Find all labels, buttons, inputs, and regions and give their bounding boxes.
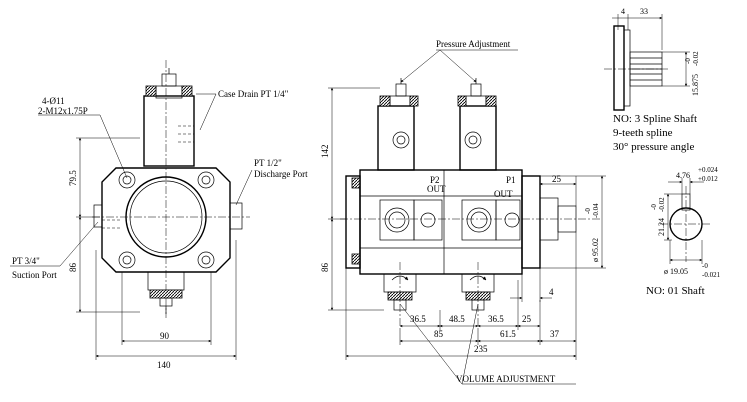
dim-side-235: 235 [474,344,488,354]
dim-side-flange-tol-upper: -0 [584,208,592,214]
case-drain-label: Case Drain PT 1/4" [218,89,289,99]
key-width-tol-lower: +0.012 [698,175,718,183]
front-view [10,60,253,360]
key-shaft-diameter: ø 19.05 [664,267,688,276]
side-view [328,49,606,385]
p1-out-label: OUT [494,189,513,199]
dim-side-36-5-b: 36.5 [488,314,504,324]
dim-front-79-5: 79.5 [68,170,78,186]
spline-line-3: 30° pressure angle [613,141,694,153]
dim-side-86: 86 [320,263,330,273]
dim-side-48-5: 48.5 [449,314,465,324]
discharge-label-1: PT 1/2" [254,158,282,168]
key-height: 21.24 [657,218,666,236]
key-width: 4.76 [676,171,690,180]
volume-adjustment-label: VOLUME ADJUSTMENT [456,374,556,384]
dim-side-61-5: 61.5 [500,329,516,339]
suction-label-2: Suction Port [12,270,57,280]
spline-dim-diameter: 15.875 [691,74,700,96]
dim-side-4: 4 [549,287,554,297]
p1-label: P1 [506,175,516,185]
suction-label-1: PT 3/4" [12,256,40,266]
tap-label: 2-M12x1.75P [38,106,88,116]
spline-title: NO: 3 Spline Shaft [613,113,697,125]
spline-dim-33: 33 [640,7,648,16]
dim-side-25-bottom: 25 [522,314,532,324]
spline-shaft-detail [604,14,690,111]
key-shaft-title: NO: 01 Shaft [646,285,705,297]
dim-side-flange: ø 95.02 [591,238,600,262]
p2-label: P2 [430,175,440,185]
dim-side-142: 142 [320,145,330,159]
dim-front-86: 86 [68,263,78,273]
spline-dim-tol-lower: -0.02 [692,51,700,66]
dim-side-36-5-a: 36.5 [410,314,426,324]
key-width-tol-upper: +0.024 [698,166,718,174]
dim-side-25-top: 25 [552,174,562,184]
dim-front-140: 140 [157,360,171,370]
dim-side-85: 85 [434,329,444,339]
dim-side-37: 37 [550,329,560,339]
key-height-tol-upper: -0 [650,204,658,210]
spline-dim-tol-upper: -0 [684,58,692,64]
key-height-tol-lower: -0.02 [658,197,666,212]
bolt-holes-label: 4-Ø11 [42,96,65,106]
dim-front-90: 90 [160,331,170,341]
pressure-adjustment-label: Pressure Adjustment [436,39,511,49]
spline-line-2: 9-teeth spline [613,127,673,139]
key-shaft-tol-lower: -0.021 [702,271,721,279]
key-shaft-detail [660,178,712,264]
spline-dim-4: 4 [621,7,625,16]
key-shaft-tol-upper: -0 [702,262,708,270]
dim-side-flange-tol: -0.04 [592,203,600,218]
p2-out-label: OUT [427,184,446,194]
discharge-label-2: Discharge Port [254,169,308,179]
